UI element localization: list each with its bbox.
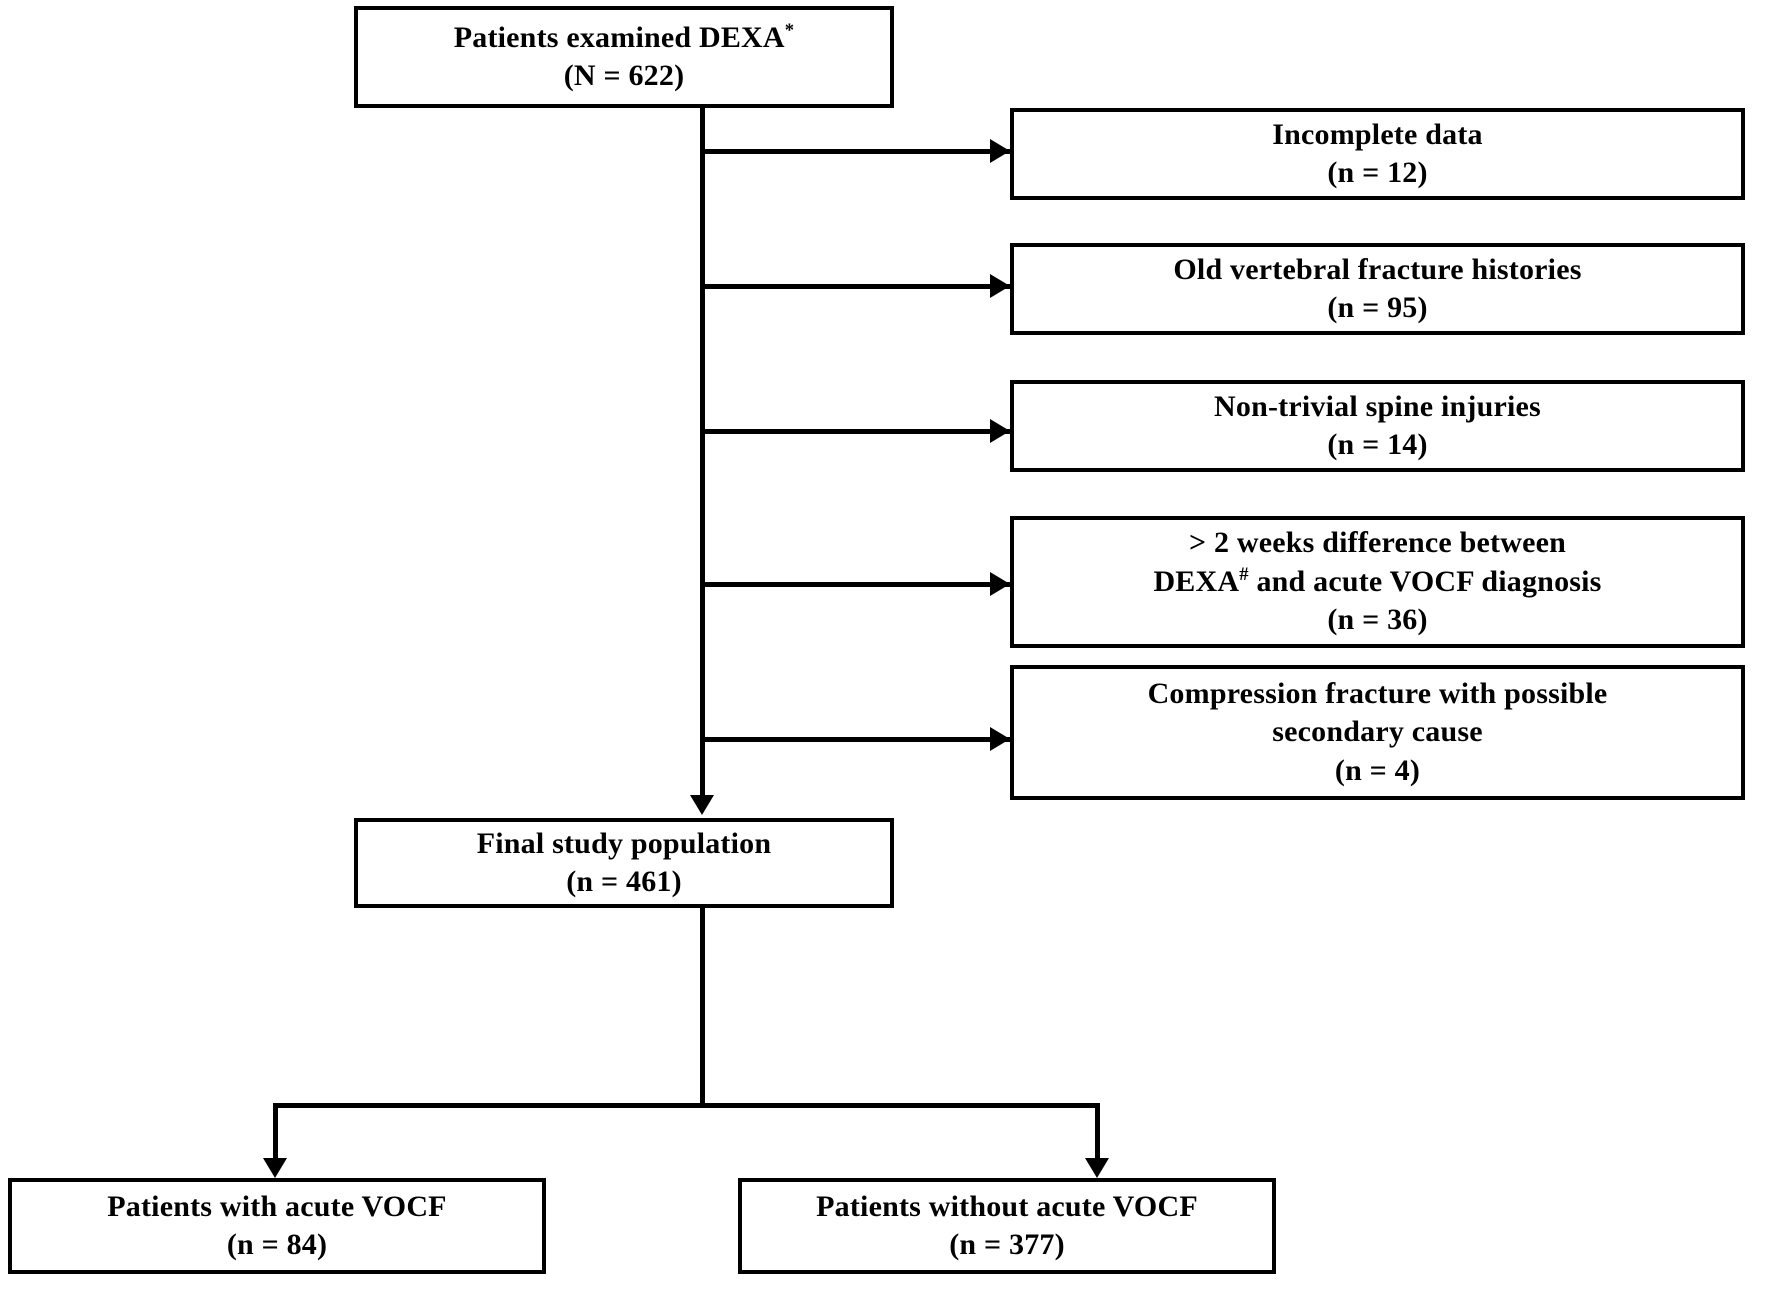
fork-left-drop-line bbox=[273, 1103, 278, 1166]
branch-arrowhead-5 bbox=[990, 727, 1010, 751]
final-label: Final study population bbox=[476, 826, 772, 860]
exclusion-3-label: Non-trivial spine injuries bbox=[1214, 389, 1541, 423]
exclusion-4-label-line2: DEXA# and acute VOCF diagnosis bbox=[1153, 563, 1602, 598]
node-exclusion-old-vertebral-fracture: Old vertebral fracture histories (n = 95… bbox=[1010, 243, 1745, 335]
trunk-vertical-line bbox=[700, 108, 705, 808]
branch-arrowhead-2 bbox=[990, 274, 1010, 298]
node-exclusion-incomplete-data: Incomplete data (n = 12) bbox=[1010, 108, 1745, 200]
exclusion-5-label-line1: Compression fracture with possible bbox=[1147, 676, 1608, 710]
exclusion-2-count: (n = 95) bbox=[1327, 291, 1428, 324]
node-final-study-population: Final study population (n = 461) bbox=[354, 818, 894, 908]
outcome-1-label: Patients with acute VOCF bbox=[107, 1189, 447, 1223]
outcome-1-count: (n = 84) bbox=[226, 1228, 328, 1261]
branch-line-1 bbox=[700, 149, 1012, 154]
fork-right-arrowhead bbox=[1085, 1158, 1109, 1178]
node-exclusion-time-difference: > 2 weeks difference between DEXA# and a… bbox=[1010, 516, 1745, 648]
exclusion-3-count: (n = 14) bbox=[1327, 428, 1428, 461]
fork-stem-line bbox=[700, 908, 705, 1108]
node-source-count: (N = 622) bbox=[563, 59, 685, 92]
outcome-2-count: (n = 377) bbox=[949, 1228, 1065, 1261]
exclusion-2-label: Old vertebral fracture histories bbox=[1173, 252, 1582, 286]
branch-arrowhead-1 bbox=[990, 139, 1010, 163]
node-exclusion-secondary-cause: Compression fracture with possible secon… bbox=[1010, 665, 1745, 800]
exclusion-5-label-line2: secondary cause bbox=[1272, 715, 1483, 749]
exclusion-1-count: (n = 12) bbox=[1327, 156, 1428, 189]
exclusion-1-label: Incomplete data bbox=[1272, 117, 1483, 151]
final-count: (n = 461) bbox=[566, 865, 682, 898]
node-source-population: Patients examined DEXA* (N = 622) bbox=[354, 6, 894, 108]
asterisk-footnote-marker: * bbox=[784, 19, 795, 41]
exclusion-4-count: (n = 36) bbox=[1327, 603, 1428, 637]
hash-footnote-marker: # bbox=[1239, 563, 1249, 585]
fork-left-arrowhead bbox=[263, 1158, 287, 1178]
node-exclusion-spine-injuries: Non-trivial spine injuries (n = 14) bbox=[1010, 380, 1745, 472]
branch-line-4 bbox=[700, 582, 1012, 587]
branch-arrowhead-3 bbox=[990, 419, 1010, 443]
exclusion-4-label-line1: > 2 weeks difference between bbox=[1188, 526, 1567, 560]
branch-line-2 bbox=[700, 284, 1012, 289]
branch-arrowhead-4 bbox=[990, 572, 1010, 596]
branch-line-3 bbox=[700, 429, 1012, 434]
node-outcome-with-vocf: Patients with acute VOCF (n = 84) bbox=[8, 1178, 546, 1274]
branch-line-5 bbox=[700, 737, 1012, 742]
node-outcome-without-vocf: Patients without acute VOCF (n = 377) bbox=[738, 1178, 1276, 1274]
node-source-label: Patients examined DEXA* bbox=[453, 19, 795, 54]
exclusion-5-count: (n = 4) bbox=[1334, 753, 1421, 787]
outcome-2-label: Patients without acute VOCF bbox=[816, 1189, 1198, 1223]
trunk-arrowhead-to-final bbox=[690, 795, 714, 815]
fork-horizontal-line bbox=[273, 1103, 1100, 1108]
fork-right-drop-line bbox=[1095, 1103, 1100, 1166]
